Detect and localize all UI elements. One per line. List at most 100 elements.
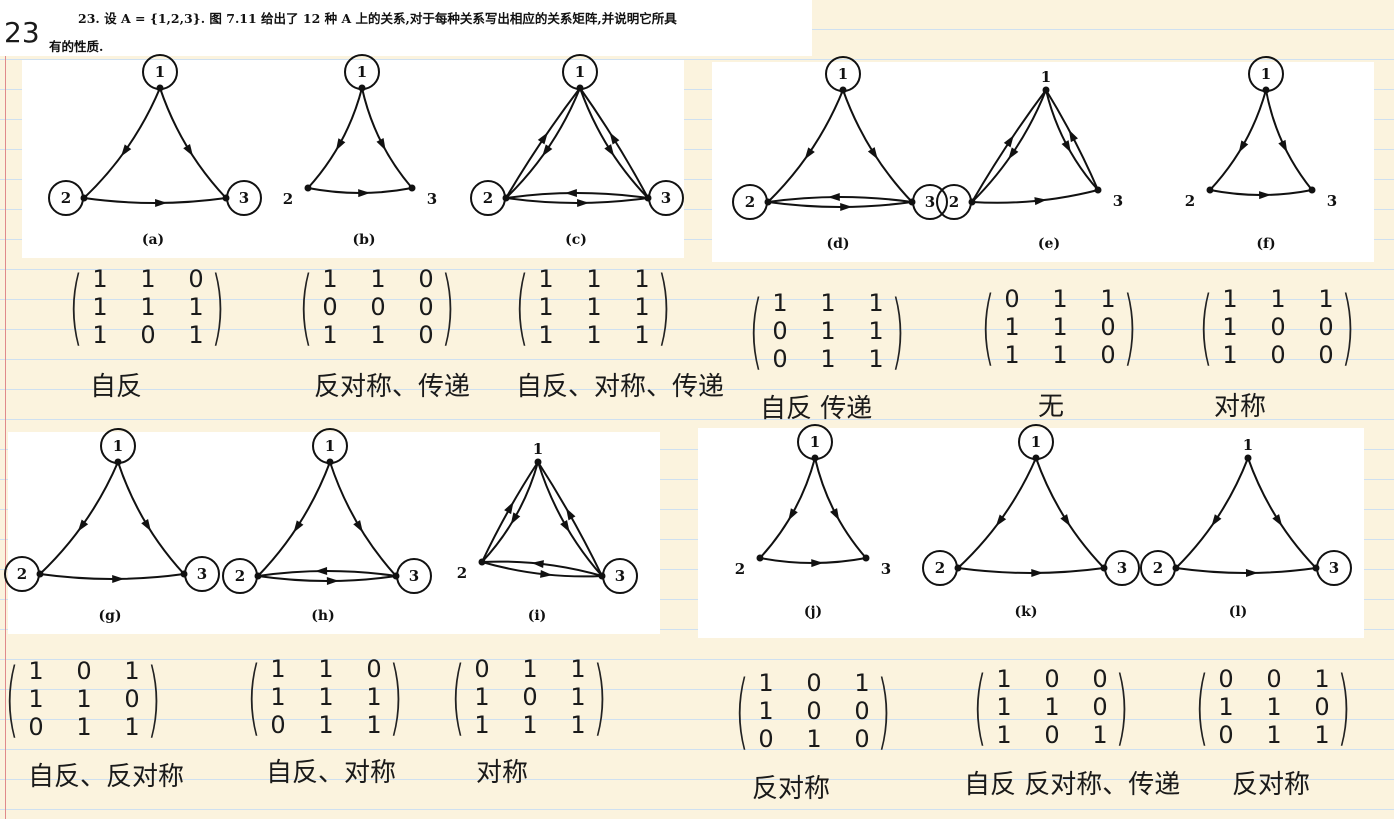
matrix-cell: 0	[1270, 341, 1286, 369]
self-loop	[1316, 550, 1352, 586]
arrow-head	[1245, 569, 1258, 578]
graph-vertex	[304, 184, 312, 192]
self-loop	[825, 56, 861, 92]
matrix-right-paren: )	[146, 652, 162, 747]
matrix-cell: 0	[806, 669, 822, 697]
matrix-cell: 1	[868, 345, 884, 373]
vertex-label: 3	[661, 189, 671, 207]
edge-2-3	[83, 197, 227, 204]
self-loop	[562, 54, 598, 90]
matrix-cell: 1	[92, 293, 108, 321]
arrow-head	[811, 559, 824, 568]
matrix-cell: 1	[1052, 285, 1068, 313]
self-loop	[312, 428, 348, 464]
arrow-head	[788, 508, 798, 521]
matrix-cell: 1	[140, 265, 156, 293]
matrix-cell: 1	[1052, 341, 1068, 369]
matrix-left-paren: (	[1194, 660, 1210, 755]
matrix-cell: 1	[820, 317, 836, 345]
self-loop	[936, 184, 972, 220]
vertex-label: 3	[615, 567, 625, 585]
matrix-left-paren: (	[4, 652, 20, 747]
matrix-cell: 1	[370, 321, 386, 349]
self-loop	[797, 424, 833, 460]
graph-label: (a)	[141, 232, 165, 248]
edge-1-3	[329, 461, 397, 577]
self-loop	[222, 558, 258, 594]
matrix-cell: 0	[124, 685, 140, 713]
matrix-cell: 1	[474, 683, 490, 711]
matrix-cell: 1	[586, 321, 602, 349]
graph-vertex	[1094, 186, 1102, 194]
vertex-label: 2	[1153, 559, 1163, 577]
matrix-cell: 1	[474, 711, 490, 739]
arrow-head	[183, 144, 194, 157]
edge-1-3	[361, 87, 413, 189]
arrow-head	[804, 147, 815, 160]
edge-1-3	[814, 457, 867, 559]
vertex-label: 2	[1185, 192, 1195, 210]
edge-2-3	[505, 197, 649, 204]
arrow-head	[1060, 514, 1071, 527]
matrix-cell: 1	[538, 321, 554, 349]
matrix-cell: 1	[1222, 285, 1238, 313]
arrow-head	[560, 520, 570, 533]
matrix-left-paren: (	[1198, 280, 1214, 375]
relation-properties: 无	[1038, 392, 1065, 422]
graph-label: (g)	[98, 608, 122, 624]
vertex-label: 1	[357, 63, 367, 81]
vertex-label: 3	[1117, 559, 1127, 577]
edge-1-3	[842, 89, 913, 203]
vertex-label: 1	[113, 437, 123, 455]
edge-3-2	[767, 196, 913, 203]
matrix-cell: 1	[634, 293, 650, 321]
matrix-cell: 1	[366, 711, 382, 739]
matrix-cell: 1	[996, 693, 1012, 721]
graph-vertex	[1042, 86, 1050, 94]
matrix-cell: 1	[1314, 721, 1330, 749]
graph-label: (e)	[1037, 236, 1061, 252]
matrix-cell: 1	[1266, 693, 1282, 721]
matrix-cell: 1	[868, 317, 884, 345]
self-loop	[1140, 550, 1176, 586]
margin-line	[5, 0, 6, 819]
matrix-cell: 1	[322, 321, 338, 349]
vertex-label: 3	[197, 565, 207, 583]
arrow-head	[504, 501, 514, 515]
matrix-cell: 1	[996, 665, 1012, 693]
matrix-cell: 0	[188, 265, 204, 293]
arrow-head	[376, 138, 386, 151]
matrix-right-paren: )	[1114, 660, 1130, 755]
matrix-cell: 1	[188, 321, 204, 349]
matrix-cell: 0	[806, 697, 822, 725]
matrix-cell: 1	[318, 655, 334, 683]
matrix-cell: 0	[1218, 665, 1234, 693]
graph-label: (k)	[1014, 604, 1038, 620]
matrix-cell: 1	[996, 721, 1012, 749]
self-loop	[1104, 550, 1140, 586]
vertex-label: 3	[1327, 192, 1337, 210]
self-loop	[184, 556, 220, 592]
matrix-cell: 1	[1092, 721, 1108, 749]
vertex-label: 2	[735, 560, 745, 578]
matrix-cell: 0	[1270, 313, 1286, 341]
arrow-head	[120, 144, 132, 157]
arrow-head	[315, 566, 328, 575]
edge-1-3	[159, 87, 227, 199]
edge-2-3	[767, 201, 913, 208]
arrow-head	[867, 147, 878, 160]
matrix-cell: 1	[758, 669, 774, 697]
self-loop	[732, 184, 768, 220]
graph-vertex	[534, 458, 542, 466]
edge-1-3	[117, 461, 185, 575]
matrix-cell: 0	[1266, 665, 1282, 693]
edge-3-2	[505, 192, 649, 199]
vertex-label: 3	[1329, 559, 1339, 577]
matrix-cell: 1	[586, 293, 602, 321]
relation-properties: 对称	[476, 758, 529, 788]
matrix-cell: 1	[270, 683, 286, 711]
